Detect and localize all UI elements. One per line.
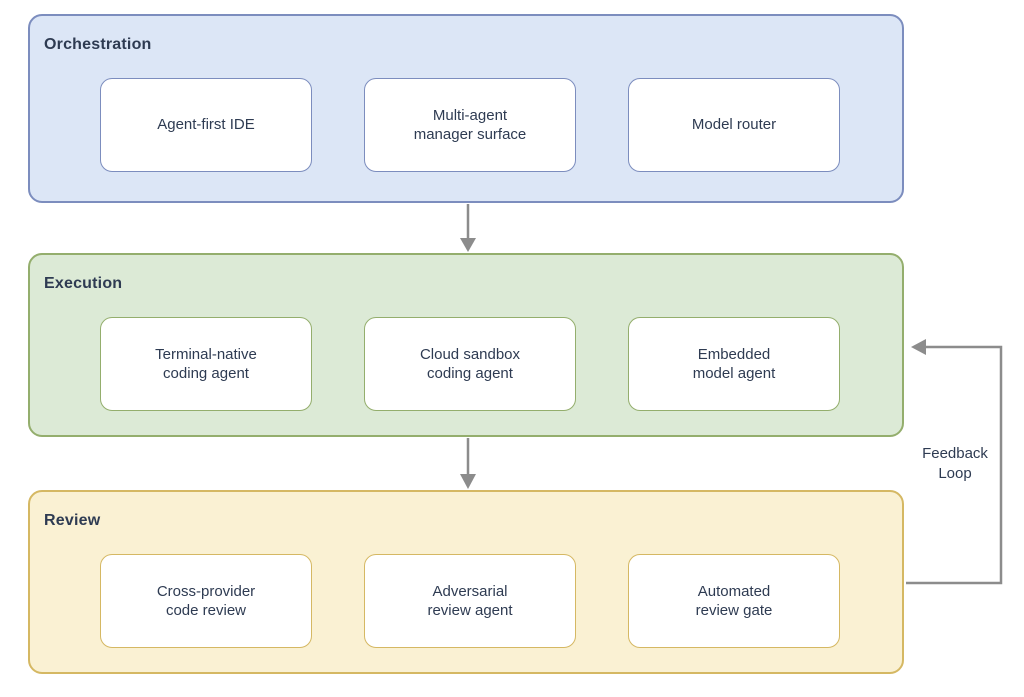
node-label: Embedded model agent <box>692 345 776 383</box>
node-label: Terminal-native coding agent <box>155 345 257 383</box>
node-label: Cross-provider code review <box>156 582 256 620</box>
node-label: Adversarial review agent <box>427 582 513 620</box>
layer-execution-title: Execution <box>44 275 123 292</box>
arrow-execution-to-review <box>460 438 476 489</box>
layer-review-title: Review <box>44 512 101 529</box>
node-model-router: Model router <box>628 78 840 172</box>
node-agent-first-ide: Agent-first IDE <box>100 78 312 172</box>
layer-orchestration: Orchestration Agent-first IDE Multi-agen… <box>28 14 904 203</box>
layer-review: Review Cross-provider code review Advers… <box>28 490 904 674</box>
node-label: Model router <box>691 116 777 134</box>
feedback-loop-label: Feedback Loop <box>922 445 988 483</box>
node-terminal-native-coding-agent: Terminal-native coding agent <box>100 317 312 411</box>
node-cross-provider-code-review: Cross-provider code review <box>100 554 312 648</box>
node-automated-review-gate: Automated review gate <box>628 554 840 648</box>
node-label: Cloud sandbox coding agent <box>419 345 521 383</box>
node-adversarial-review-agent: Adversarial review agent <box>364 554 576 648</box>
node-label: Multi-agent manager surface <box>413 106 527 144</box>
node-label: Automated review gate <box>695 582 773 620</box>
node-multi-agent-manager-surface: Multi-agent manager surface <box>364 78 576 172</box>
layer-execution: Execution Terminal-native coding agent C… <box>28 253 904 437</box>
node-embedded-model-agent: Embedded model agent <box>628 317 840 411</box>
node-cloud-sandbox-coding-agent: Cloud sandbox coding agent <box>364 317 576 411</box>
node-label: Agent-first IDE <box>157 116 255 134</box>
arrow-orchestration-to-execution <box>460 204 476 252</box>
layer-orchestration-title: Orchestration <box>44 36 152 53</box>
